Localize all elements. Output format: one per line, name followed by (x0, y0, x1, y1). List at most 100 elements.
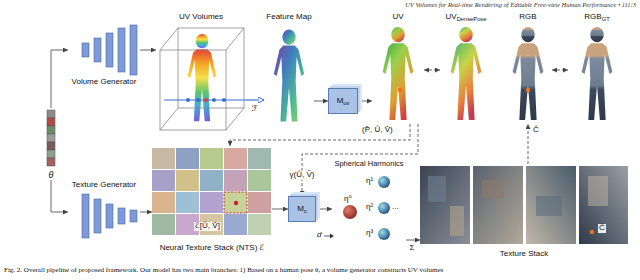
texture-stack-images (473, 166, 523, 244)
mlp-box: Muv (328, 88, 358, 114)
node-text: RGB (584, 12, 601, 21)
human-figures (582, 27, 613, 120)
edge-label: Σ (409, 244, 416, 253)
dashed-connector (528, 124, 529, 164)
uv-volume-cube (186, 98, 190, 102)
uv-volume-cube (160, 28, 244, 130)
texture-stack-images (450, 206, 464, 236)
generator-bars (106, 33, 113, 67)
neural-texture-grid (248, 170, 271, 191)
edge-label: γ(Û, V̂) (289, 171, 316, 180)
symbol-label: ℰ[Û, V̂] (194, 222, 221, 231)
texture-stack-images (420, 166, 470, 244)
neural-texture-grid (224, 170, 247, 191)
neural-texture-grid (224, 192, 247, 213)
sh-coefficient: η⁰ (344, 195, 352, 204)
connector-arrow (51, 180, 68, 212)
dashed-connector (302, 124, 418, 196)
symbol-label: Ĉ (533, 126, 539, 135)
dashed-connector (230, 124, 410, 146)
latent-vector (47, 158, 55, 166)
generator: Volume Generator (68, 18, 140, 86)
latent-vector (47, 126, 55, 134)
neural-texture-grid (224, 148, 247, 169)
neural-texture-grid (248, 148, 271, 169)
node-text: Volume Generator (72, 77, 137, 86)
subscript: DensePose (457, 16, 487, 22)
latent-vector (47, 150, 55, 158)
generator-bars (82, 43, 89, 57)
ellipsis: ... (392, 203, 399, 212)
neural-texture-grid (176, 192, 199, 213)
uv-volume-cube (160, 28, 244, 130)
node-label: Texture Stack (500, 249, 548, 258)
node-label: Neural Texture Stack (NTS) ℰ (160, 243, 265, 252)
rgb-gt-panel: RGBGT (568, 12, 626, 124)
node-text: UV (446, 12, 457, 21)
texture-stack-images (526, 166, 576, 244)
node-text: UV Volumes (179, 12, 223, 21)
neural-texture-grid (248, 192, 271, 213)
generator-bars (118, 208, 125, 224)
neural-texture-grid (234, 201, 238, 205)
neural-texture-grid (200, 148, 223, 169)
uv-volume-cube (222, 98, 226, 102)
neural-texture-grid (248, 214, 271, 235)
sh-balls (324, 176, 390, 240)
uv-volume-cube (204, 98, 208, 102)
sh-balls (324, 236, 330, 237)
symbol-label: Ĉ (598, 224, 606, 233)
connector-arrow (316, 209, 332, 210)
generator-bars (106, 204, 113, 228)
neural-texture-grid (152, 192, 175, 213)
node-text: UV (392, 12, 403, 21)
node-label: UVDensePose (446, 12, 487, 22)
human-figures (398, 88, 402, 92)
uv-volume-panel: UV Volumes (156, 12, 246, 136)
connector-arrow (51, 50, 68, 108)
human-figures (274, 29, 304, 121)
node-label: Volume Generator (72, 77, 137, 86)
node-text: Feature Map (266, 12, 311, 21)
generator-bars (130, 210, 137, 222)
node-text: Texture Generator (72, 180, 136, 189)
human-figures (383, 27, 414, 120)
node-text: M (337, 96, 344, 105)
node-text: M (297, 204, 304, 213)
neural-texture-grid (176, 148, 199, 169)
texture-stack-images (420, 166, 628, 244)
sh-balls (330, 234, 334, 239)
texture-stack-images (428, 176, 446, 202)
node-label: Feature Map (266, 12, 311, 21)
subscript: c (304, 208, 307, 214)
node-text: Neural Texture Stack (NTS) ℰ (160, 243, 265, 252)
connector-arrow (140, 212, 152, 213)
generator-bars (94, 38, 101, 62)
connector-arrow (140, 50, 156, 51)
sh-balls (378, 228, 390, 240)
node-label: Mc (297, 204, 307, 214)
uv-panel: UV (372, 12, 424, 124)
node-label: Texture Generator (72, 180, 136, 189)
uv-volume-cube (160, 28, 246, 130)
node-label: UV (392, 12, 403, 21)
texture-stack-images (588, 176, 608, 206)
uv-volume-cube (212, 98, 216, 102)
latent-vector (47, 142, 55, 150)
dashed-connector (552, 70, 568, 71)
direction-label: d (317, 231, 321, 240)
texture-stack-images (536, 196, 562, 216)
neural-texture-grid (152, 148, 175, 169)
neural-texture-grid (224, 192, 247, 213)
texture-stack-images (579, 166, 628, 244)
node-text: Texture Stack (500, 249, 548, 258)
connector-arrow (406, 240, 420, 241)
dashed-connector (424, 70, 440, 71)
feature-map-panel: Feature Map (264, 12, 314, 136)
neural-texture-grid (152, 148, 271, 235)
node-text: RGB (519, 12, 536, 21)
texture-stack-grid: Neural Texture Stack (NTS) ℰ (152, 146, 272, 252)
texture-stack-images (590, 230, 594, 234)
human-figures (451, 27, 482, 120)
subscript: GT (602, 16, 610, 22)
